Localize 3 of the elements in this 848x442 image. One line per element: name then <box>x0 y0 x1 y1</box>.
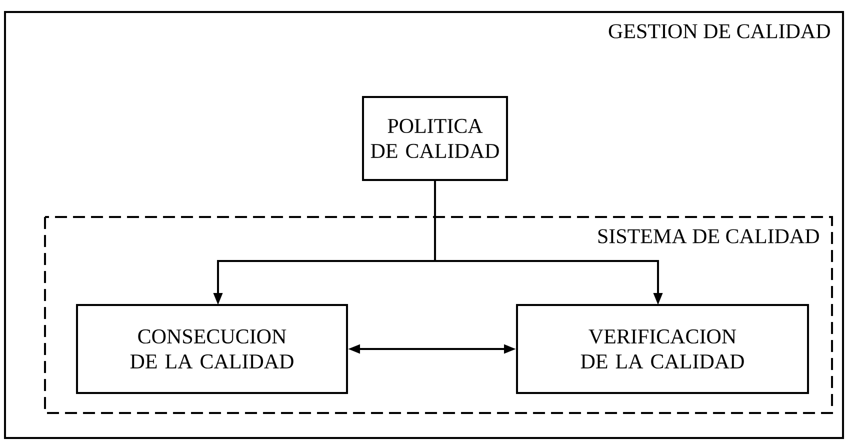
process-box: CONSECUCION DE LA CALIDAD <box>76 304 348 394</box>
process-box: POLITICA DE CALIDAD <box>362 96 508 181</box>
process-box: VERIFICACION DE LA CALIDAD <box>516 304 809 394</box>
